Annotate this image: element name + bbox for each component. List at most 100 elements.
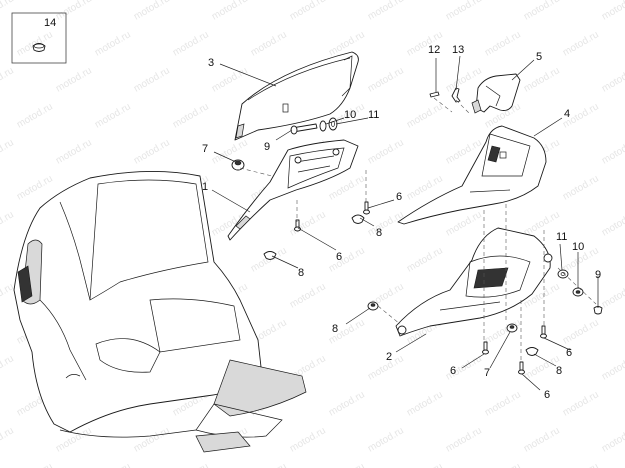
- watermark-text: motod.ru: [93, 29, 133, 58]
- watermark-text: motod.ru: [54, 65, 94, 94]
- watermark-text: motod.ru: [0, 353, 16, 382]
- callout-6-bottom: 6: [544, 389, 550, 401]
- watermark-text: motod.ru: [0, 281, 16, 310]
- watermark-text: motod.ru: [405, 245, 445, 274]
- watermark-text: motod.ru: [405, 101, 445, 130]
- part-11-grommet-upper: [328, 117, 338, 131]
- part-1-upper-panel: [227, 139, 359, 241]
- watermark-text: motod.ru: [483, 29, 523, 58]
- callout-1: 1: [202, 181, 208, 193]
- watermark-text: motod.ru: [171, 461, 211, 468]
- watermark-text: motod.ru: [561, 173, 601, 202]
- part-4-right-panel: [397, 125, 547, 225]
- callout-6-right: 6: [566, 347, 572, 359]
- watermark-text: motod.ru: [54, 0, 94, 23]
- watermark-text: motod.ru: [0, 209, 16, 238]
- watermark-text: motod.ru: [93, 101, 133, 130]
- watermark-text: motod.ru: [0, 137, 16, 166]
- watermark-text: motod.ru: [561, 317, 601, 346]
- watermark-text: motod.ru: [561, 461, 601, 468]
- watermark-text: motod.ru: [288, 425, 328, 454]
- watermark-text: motod.ru: [366, 65, 406, 94]
- callout-11-upper: 11: [368, 109, 379, 121]
- part-8-grommet-right: [525, 347, 539, 356]
- screw-14: [32, 43, 46, 52]
- part-8-grommet-left: [367, 301, 379, 311]
- watermark-text: motod.ru: [600, 281, 625, 310]
- callout-8-left: 8: [332, 323, 338, 335]
- callout-9-lower: 9: [595, 269, 601, 281]
- part-3-deflector: [234, 51, 359, 141]
- part-8-grommet-mid: [351, 214, 365, 224]
- part-11-grommet-lower: [557, 269, 569, 279]
- watermark-text: motod.ru: [366, 0, 406, 23]
- watermark-text: motod.ru: [0, 65, 16, 94]
- part-10-washer-upper: [319, 120, 327, 132]
- callout-9-upper: 9: [264, 141, 270, 153]
- callout-4: 4: [564, 108, 570, 120]
- watermark-text: motod.ru: [444, 425, 484, 454]
- watermark-text: motod.ru: [132, 65, 172, 94]
- part-10-washer-lower: [572, 287, 584, 297]
- callout-6-lower-left: 6: [450, 365, 456, 377]
- callout-8-upper: 8: [376, 227, 382, 239]
- watermark-text: motod.ru: [366, 209, 406, 238]
- watermark-text: motod.ru: [600, 209, 625, 238]
- watermark-text: motod.ru: [171, 29, 211, 58]
- watermark-text: motod.ru: [249, 29, 289, 58]
- watermark-text: motod.ru: [0, 0, 16, 23]
- part-7-grommet-upper: [231, 159, 245, 171]
- watermark-text: motod.ru: [210, 0, 250, 23]
- callout-6-upper-right: 6: [396, 191, 402, 203]
- watermark-text: motod.ru: [561, 29, 601, 58]
- watermark-text: motod.ru: [327, 173, 367, 202]
- callout-13: 13: [452, 44, 464, 56]
- watermark-text: motod.ru: [444, 209, 484, 238]
- watermark-text: motod.ru: [366, 425, 406, 454]
- watermark-text: motod.ru: [15, 29, 55, 58]
- watermark-text: motod.ru: [132, 425, 172, 454]
- watermark-text: motod.ru: [288, 281, 328, 310]
- callout-7-lower: 7: [484, 367, 490, 379]
- watermark-text: motod.ru: [405, 389, 445, 418]
- watermark-text: motod.ru: [210, 65, 250, 94]
- callout-2: 2: [386, 351, 392, 363]
- watermark-text: motod.ru: [249, 461, 289, 468]
- callout-11-lower: 11: [556, 231, 567, 243]
- watermark-text: motod.ru: [54, 137, 94, 166]
- watermark-text: motod.ru: [15, 461, 55, 468]
- inset-part-14: [11, 12, 67, 64]
- callout-14: 14: [44, 17, 56, 29]
- part-2-lower-panel: [395, 227, 553, 337]
- part-8-grommet-low: [263, 251, 277, 260]
- watermark-text: motod.ru: [483, 317, 523, 346]
- alignment-lines: [239, 97, 597, 362]
- callout-5: 5: [536, 51, 542, 63]
- watermark-text: motod.ru: [600, 353, 625, 382]
- watermark-text: motod.ru: [483, 389, 523, 418]
- callout-12: 12: [428, 44, 440, 56]
- watermark-text: motod.ru: [327, 245, 367, 274]
- watermark-text: motod.ru: [522, 65, 562, 94]
- part-12-pin: [429, 91, 440, 98]
- watermark-text: motod.ru: [171, 101, 211, 130]
- watermark-text: motod.ru: [600, 425, 625, 454]
- watermark-text: motod.ru: [600, 0, 625, 23]
- watermark-text: motod.ru: [522, 0, 562, 23]
- watermark-text: motod.ru: [600, 65, 625, 94]
- part-9-screw-lower: [593, 290, 603, 315]
- watermark-text: motod.ru: [600, 137, 625, 166]
- part-6-screws: [294, 201, 547, 375]
- callout-6-mid: 6: [336, 251, 342, 263]
- watermark-text: motod.ru: [561, 389, 601, 418]
- watermark-text: motod.ru: [288, 0, 328, 23]
- watermark-text: motod.ru: [132, 137, 172, 166]
- callout-8-mid: 8: [298, 267, 304, 279]
- watermark-text: motod.ru: [15, 101, 55, 130]
- callout-10-lower: 10: [572, 241, 584, 253]
- watermark-text: motod.ru: [0, 425, 16, 454]
- watermark-text: motod.ru: [366, 137, 406, 166]
- callout-7-upper: 7: [202, 143, 208, 155]
- watermark-text: motod.ru: [327, 389, 367, 418]
